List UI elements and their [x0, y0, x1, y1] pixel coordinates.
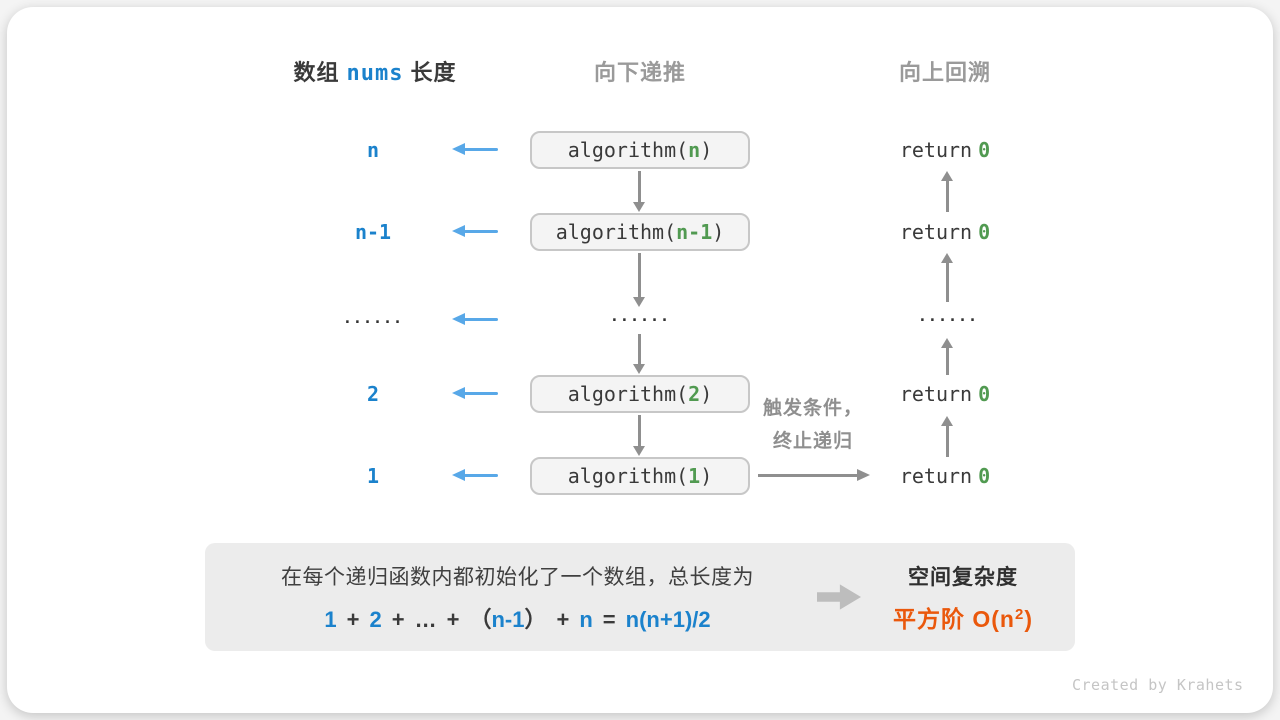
call-close: ) — [712, 220, 725, 244]
block-right-arrow-icon — [817, 584, 861, 610]
left-arrow-icon — [452, 387, 498, 399]
return-keyword: return — [899, 382, 973, 406]
credit-text: Created by Krahets — [1072, 676, 1244, 694]
return-value: 0 — [978, 220, 991, 244]
formula-equals: = — [602, 606, 616, 632]
formula-open-paren: （ — [469, 606, 492, 632]
left-arrow-icon — [452, 225, 498, 237]
return-value: 0 — [978, 138, 991, 162]
formula-term: n-1 — [491, 606, 525, 632]
call-fn: algorithm( — [567, 382, 689, 406]
base-case-note-line1: 触发条件， — [762, 398, 863, 419]
summary-explanation: 在每个递归函数内都初始化了一个数组，总长度为 1 +2 + … + （n-1） + n = n(n… — [230, 561, 805, 634]
return-value: 0 — [978, 382, 991, 406]
formula-paren-group: （n-1） — [469, 602, 546, 634]
big-o-open: O(n — [972, 605, 1015, 632]
return-keyword: return — [899, 138, 973, 162]
call-arg: n-1 — [676, 220, 713, 244]
formula-close-paren: ） — [524, 606, 547, 632]
column-header-recurse-down: 向下递推 — [593, 60, 686, 85]
call-box-1: algorithm(1) — [530, 457, 750, 495]
call-arg: n — [688, 138, 701, 162]
down-arrow-icon — [633, 171, 645, 212]
call-close: ) — [700, 464, 713, 488]
formula-ellipsis: … — [414, 606, 437, 632]
length-ellipsis: ······ — [342, 313, 404, 331]
formula-operator: + — [391, 606, 405, 632]
call-arg: 1 — [688, 464, 701, 488]
formula-operator: + — [446, 606, 460, 632]
call-box-n: algorithm(n) — [530, 131, 750, 169]
length-label-n: n — [366, 138, 380, 162]
return-value: 0 — [978, 464, 991, 488]
formula-term: 2 — [369, 606, 382, 632]
formula-term: n — [579, 606, 593, 632]
up-arrow-icon — [941, 171, 953, 212]
base-case-note: 触发条件， 终止递归 — [748, 392, 878, 458]
length-label-2: 2 — [366, 382, 380, 406]
call-fn: algorithm( — [567, 138, 689, 162]
return-keyword: return — [899, 220, 973, 244]
summary-formula: 1 +2 + … + （n-1） + n = n(n+1)/2 — [230, 602, 805, 634]
call-fn: algorithm( — [555, 220, 677, 244]
left-arrow-icon — [452, 313, 498, 325]
order-label: 平方阶 — [892, 605, 965, 632]
return-keyword: return — [899, 464, 973, 488]
array-label-pre: 数组 — [293, 60, 340, 85]
summary-conclusion: 空间复杂度 平方阶 O(n2) — [861, 561, 1075, 634]
call-box-n-1: algorithm(n-1) — [530, 213, 750, 251]
call-arg: 2 — [688, 382, 701, 406]
array-label-post: 长度 — [410, 60, 457, 85]
call-box-2: algorithm(2) — [530, 375, 750, 413]
big-o-close: ) — [1024, 605, 1033, 632]
column-header-backtrack-up: 向上回溯 — [898, 60, 991, 85]
up-arrow-icon — [941, 416, 953, 457]
right-arrow-icon — [758, 469, 870, 481]
complexity-title: 空间复杂度 — [908, 565, 1018, 589]
summary-panel: 在每个递归函数内都初始化了一个数组，总长度为 1 +2 + … + （n-1） + n = n(n… — [205, 543, 1075, 651]
formula-term: 1 — [324, 606, 337, 632]
length-label-n-1: n-1 — [354, 220, 392, 244]
base-case-note-line2: 终止递归 — [772, 431, 853, 452]
formula-result: n(n+1)/2 — [625, 606, 711, 632]
up-arrow-icon — [941, 253, 953, 302]
formula-operator: + — [346, 606, 360, 632]
down-arrow-icon — [633, 253, 645, 307]
length-label-1: 1 — [366, 464, 380, 488]
call-close: ) — [700, 138, 713, 162]
left-arrow-icon — [452, 469, 498, 481]
down-arrow-icon — [633, 415, 645, 456]
call-ellipsis: ······ — [609, 311, 671, 329]
return-ellipsis: ······ — [917, 311, 979, 329]
left-arrow-icon — [452, 143, 498, 155]
formula-operator: + — [556, 606, 570, 632]
exponent: 2 — [1014, 605, 1025, 623]
array-code-nums: nums — [346, 61, 404, 86]
complexity-value: 平方阶 O(n2) — [861, 600, 1065, 634]
call-fn: algorithm( — [567, 464, 689, 488]
up-arrow-icon — [941, 338, 953, 375]
call-close: ) — [700, 382, 713, 406]
down-arrow-icon — [633, 334, 645, 374]
summary-description: 在每个递归函数内都初始化了一个数组，总长度为 — [281, 565, 754, 589]
